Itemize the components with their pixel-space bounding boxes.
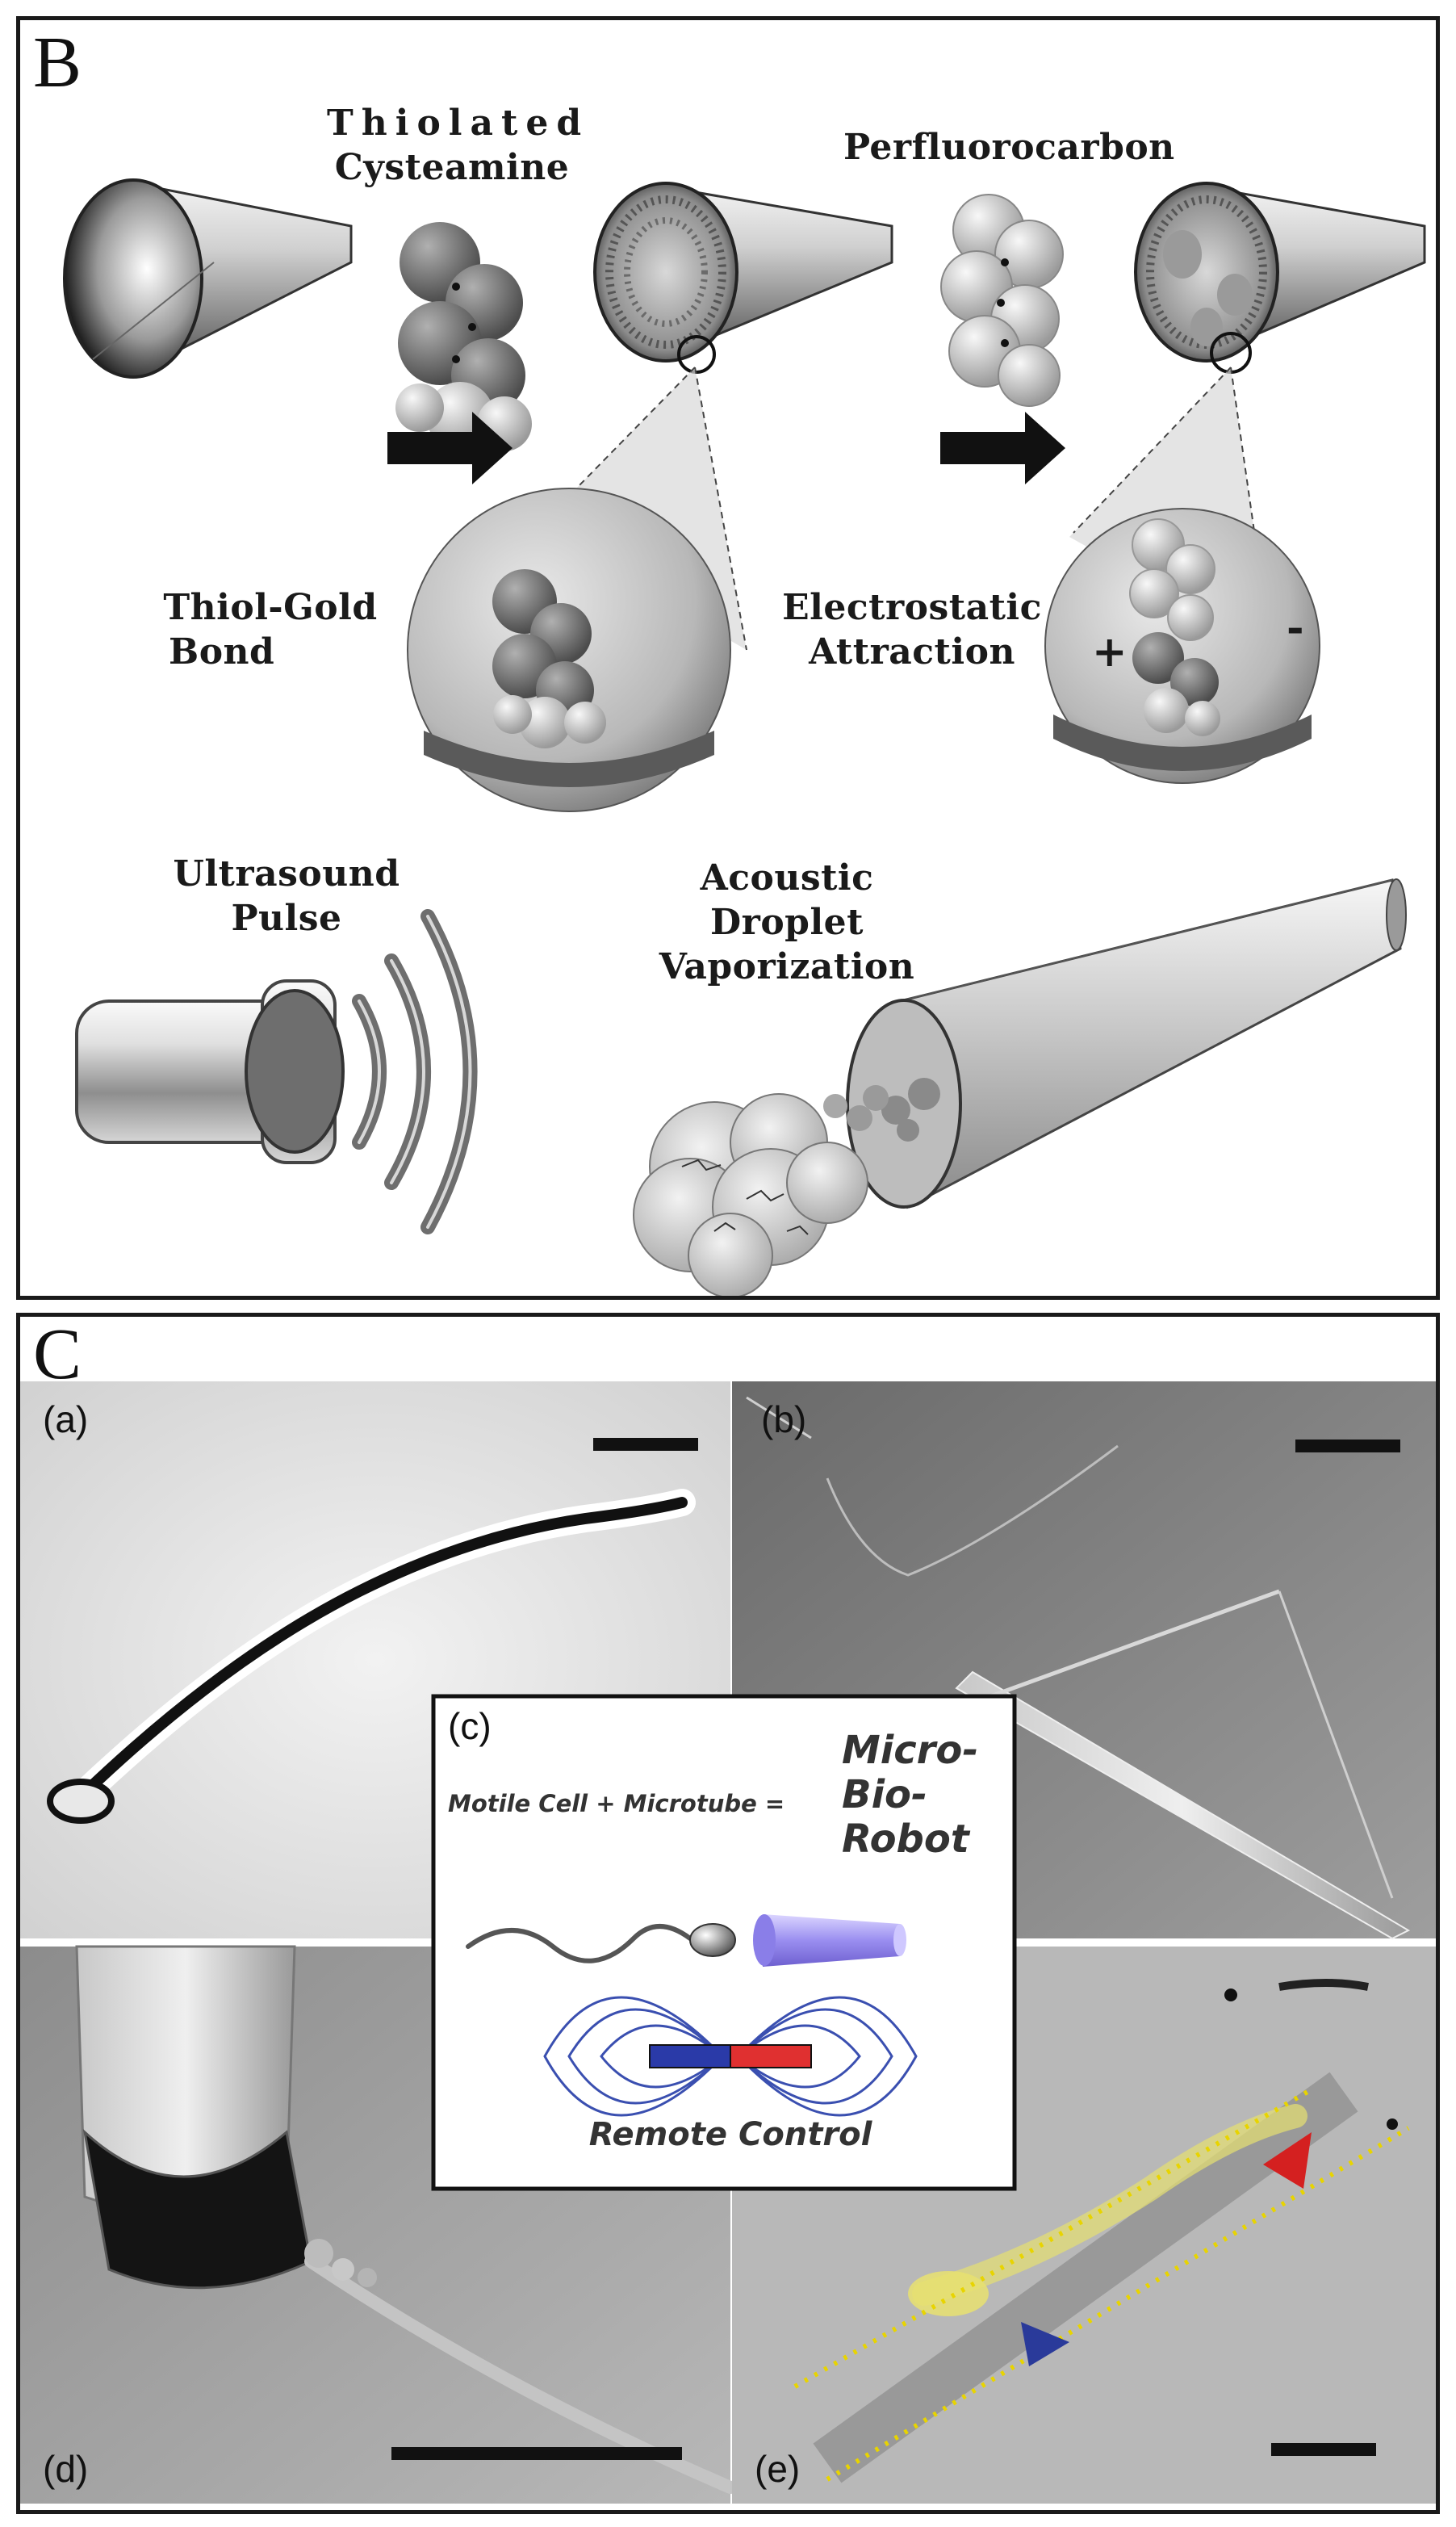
arrow-right-1-icon: [387, 412, 513, 484]
micro-bio-robot-label: Micro- Bio- Robot: [842, 1728, 979, 1863]
motile-cell-icon: [466, 1924, 692, 1963]
electrostatic-attraction-label: Electrostatic Attraction: [782, 587, 1042, 673]
scale-bar-a: [593, 1438, 698, 1451]
acoustic-droplet-vaporization-label: Acoustic Droplet Vaporization: [659, 857, 915, 987]
thiolated-cysteamine-label: Thiolated Cysteamine: [327, 103, 590, 188]
microtube-icon: [753, 1914, 906, 1967]
inset-equation-text: Motile Cell + Microtube =: [448, 1790, 785, 1817]
thiol-gold-zoom-callout: [407, 367, 747, 812]
ultrasound-transducer-icon: [75, 979, 345, 1164]
cysteamine-molecule-icon: [395, 222, 532, 451]
plain-microtube-cone: [63, 178, 353, 379]
electrostatic-zoom-callout: [1044, 367, 1320, 784]
subpanel-e-tag: (e): [755, 2448, 801, 2490]
plus-charge-label: +: [1092, 627, 1128, 677]
yellow-guide-line-upper: [793, 2089, 1309, 2389]
subpanel-b-tag: (b): [761, 1398, 807, 1440]
panel-b-letter: B: [33, 23, 82, 103]
scale-bar-b: [1295, 1440, 1400, 1452]
panel-c-micrographs: [20, 1381, 1436, 2504]
ultrasound-waves-icon: [352, 909, 478, 1234]
magnet-icon: [543, 1996, 918, 2117]
panel-b: B: [16, 16, 1440, 1300]
remote-control-caption: Remote Control: [588, 2116, 872, 2153]
thiol-gold-bond-label: Thiol-Gold Bond: [163, 587, 378, 673]
blue-arrowhead-icon: [1021, 2322, 1069, 2366]
perfluorocarbon-label: Perfluorocarbon: [843, 127, 1175, 168]
coated-microtube-cone: [593, 182, 893, 374]
scale-bar-d: [391, 2447, 682, 2460]
subpanel-c-tag: (c): [448, 1705, 492, 1747]
inset-c-box: [431, 1694, 1017, 2191]
micrograph-a: [20, 1381, 730, 1938]
perfluorocarbon-molecule-icon: [940, 194, 1064, 407]
ultrasound-pulse-label: Ultrasound Pulse: [173, 853, 400, 939]
red-arrowhead-icon: [1263, 2132, 1312, 2189]
subpanel-d-tag: (d): [43, 2448, 89, 2490]
vapor-bubbles: [800, 1078, 940, 1142]
scale-bar-e: [1271, 2443, 1376, 2456]
yellow-guide-line-lower: [826, 2126, 1410, 2482]
minus-charge-label: -: [1286, 603, 1305, 652]
panel-b-illustration: [63, 178, 1426, 1296]
loaded-microtube-cone: [1134, 182, 1426, 374]
vaporized-droplet-cloud: [633, 1093, 868, 1296]
panel-c: C: [16, 1313, 1440, 2514]
panel-c-letter: C: [33, 1314, 82, 1394]
subpanel-a-tag: (a): [43, 1398, 89, 1440]
arrow-right-2-icon: [940, 412, 1065, 484]
